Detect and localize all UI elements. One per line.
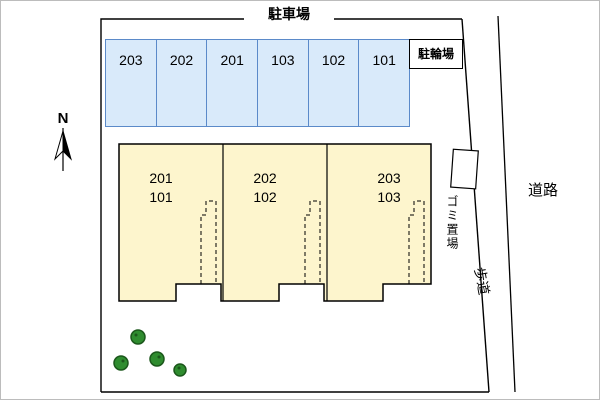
tree-texture xyxy=(134,333,138,337)
parking-stalls: 203 202 201 103 102 101 xyxy=(105,39,411,127)
unit-number-lower: 101 xyxy=(149,189,173,205)
building-outline xyxy=(118,143,432,302)
boundary-right xyxy=(461,18,490,393)
unit-number-upper: 202 xyxy=(253,170,277,186)
bicycle-parking-label: 駐輪場 xyxy=(409,39,463,69)
compass-needle-left xyxy=(53,130,64,161)
parking-stall-number: 103 xyxy=(271,52,295,68)
parking-lot-label: 駐車場 xyxy=(244,4,334,24)
road-edge-line xyxy=(497,15,516,393)
tree-icon xyxy=(173,363,187,377)
unit-number-lower: 103 xyxy=(377,189,401,205)
compass-needle-right xyxy=(62,130,73,161)
parking-stall-number: 202 xyxy=(169,52,194,68)
parking-stall-number: 101 xyxy=(372,52,396,68)
parking-stall: 102 xyxy=(307,39,360,127)
parking-stall: 101 xyxy=(358,39,411,127)
parking-stall-number: 203 xyxy=(119,52,143,68)
unit-number-upper: 203 xyxy=(377,170,401,186)
tree-icon xyxy=(130,329,146,345)
building-unit-label: 201 101 xyxy=(131,169,191,207)
tree-icon xyxy=(113,355,129,371)
parking-stall-number: 102 xyxy=(321,52,346,68)
tree-texture xyxy=(121,359,125,363)
compass-n-label: N xyxy=(58,110,69,127)
building-unit-label: 203 103 xyxy=(359,169,419,207)
boundary-left-top xyxy=(100,18,462,392)
building-unit-label: 202 102 xyxy=(235,169,295,207)
parking-stall: 103 xyxy=(257,39,309,127)
parking-stall: 201 xyxy=(206,39,259,127)
trees xyxy=(113,329,187,377)
parking-stall: 203 xyxy=(105,39,157,127)
entrance-dashed-unit3 xyxy=(408,200,425,284)
tree-texture xyxy=(177,366,181,370)
unit-number-upper: 201 xyxy=(149,170,173,186)
entrance-dashed-unit1 xyxy=(200,200,217,284)
unit-number-lower: 102 xyxy=(253,189,277,205)
garbage-station-box xyxy=(450,148,479,190)
parking-stall-number: 201 xyxy=(220,52,244,68)
road-label: 道路 xyxy=(528,182,559,199)
tree-icon xyxy=(149,351,165,367)
garbage-area-label: ゴミ置場 xyxy=(445,195,459,251)
entrance-dashed-unit2 xyxy=(304,200,321,284)
tree-texture xyxy=(157,355,161,359)
parking-stall: 202 xyxy=(155,39,208,127)
